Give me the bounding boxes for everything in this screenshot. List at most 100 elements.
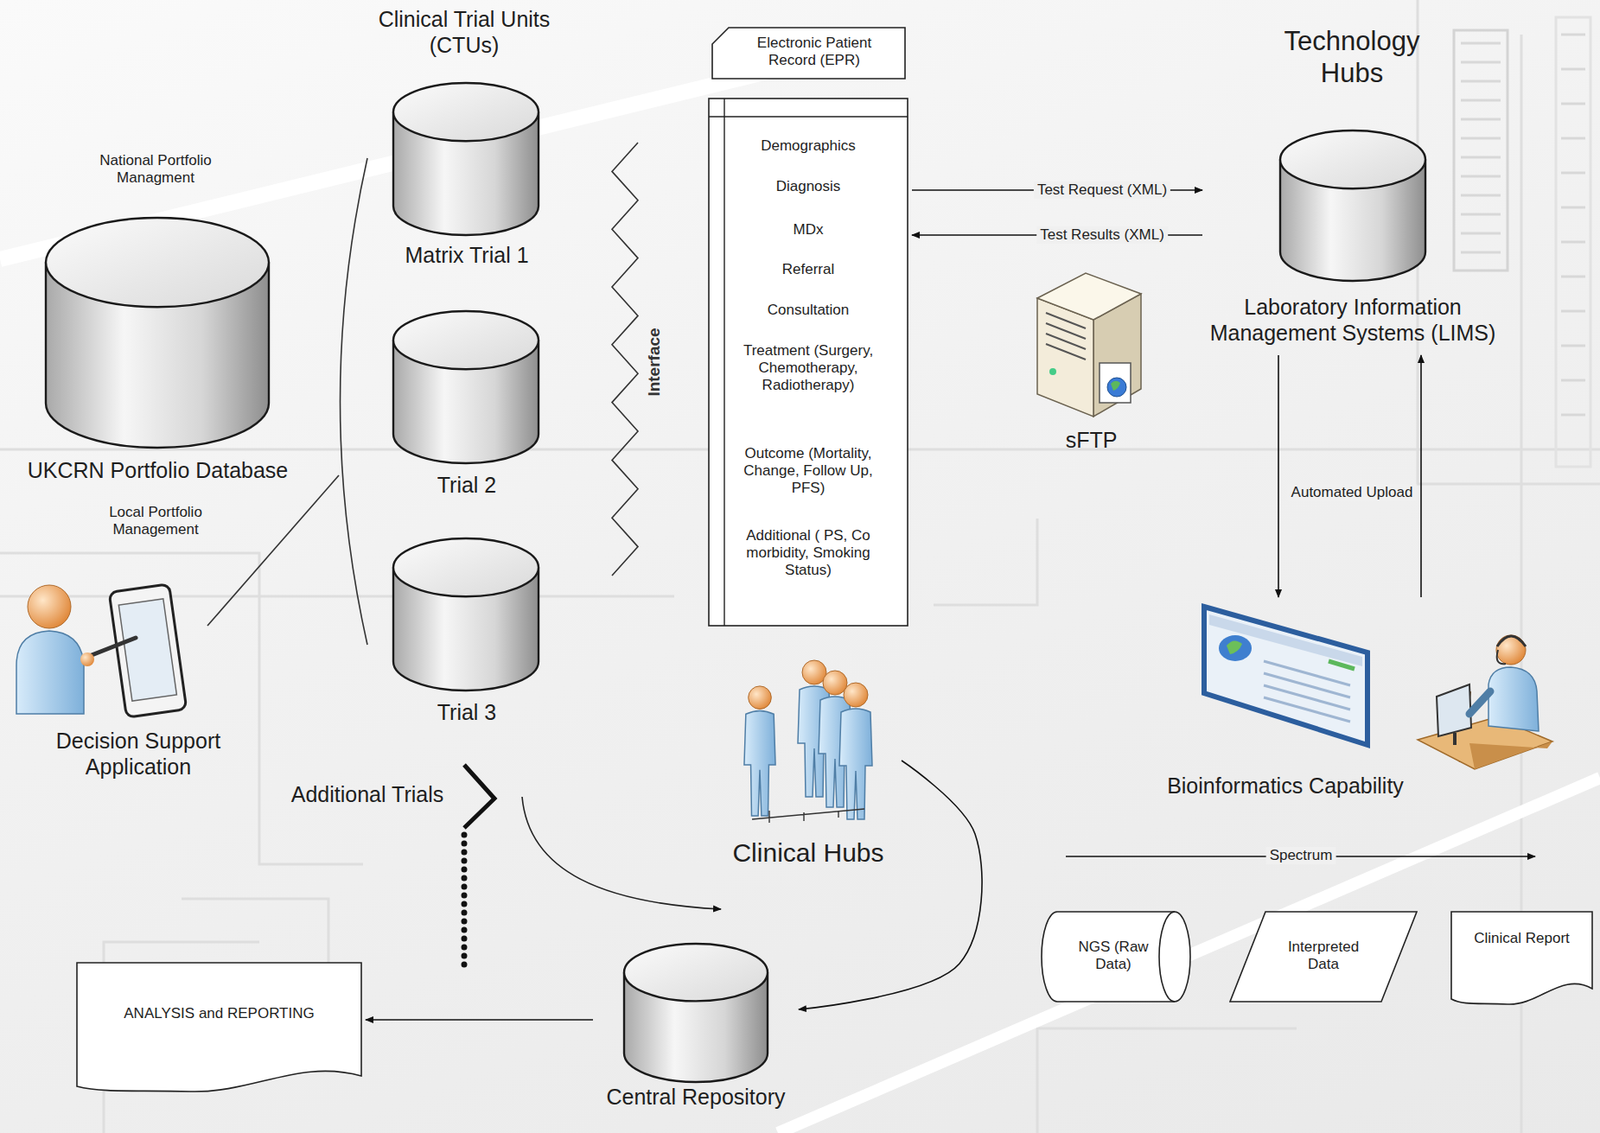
chip-pins xyxy=(1460,80,1501,83)
circuit-texture xyxy=(1555,17,1591,467)
free-label: Interface xyxy=(644,327,664,396)
node-text: Treatment (Surgery, Chemotherapy, Radiot… xyxy=(739,342,878,395)
desk-operator xyxy=(1469,691,1491,714)
connector-arrow xyxy=(1277,355,1280,598)
table-rule xyxy=(708,115,908,117)
chip-pins xyxy=(1460,61,1501,64)
connector-arrow xyxy=(365,1019,593,1021)
interface-zigzag xyxy=(611,142,638,576)
node-shape xyxy=(1450,911,1594,1010)
node-text: Clinical Hubs xyxy=(717,837,899,868)
globe xyxy=(1107,377,1127,397)
chip-pins xyxy=(1561,102,1586,106)
globe xyxy=(1218,635,1252,662)
database-node: Trial 2 xyxy=(380,304,554,504)
icon-part xyxy=(118,599,177,702)
person-torso xyxy=(16,631,84,714)
desk-operator xyxy=(1488,667,1539,732)
additional-trials-mark xyxy=(464,764,495,829)
screen-bar xyxy=(1328,661,1355,670)
edge-label: Test Request (XML) xyxy=(1033,181,1171,199)
stored-data-shape xyxy=(1041,911,1191,1002)
icon-part xyxy=(108,584,187,718)
node-text: Decision Support Application xyxy=(17,728,260,780)
tag-shape xyxy=(712,27,906,79)
node-text: Bioinformatics Capability xyxy=(1138,773,1433,800)
icon-node: sFTP xyxy=(1028,259,1154,459)
node-text: Clinical Report xyxy=(1457,930,1587,948)
database-node: Laboratory Information Management System… xyxy=(1205,125,1500,352)
chip-pins xyxy=(1460,213,1501,217)
person-head xyxy=(27,585,71,629)
node-text: ANALYSIS and REPORTING xyxy=(84,1005,354,1023)
person-head xyxy=(822,670,848,695)
free-label: Additional Trials xyxy=(291,782,444,809)
doc-node: ANALYSIS and REPORTING xyxy=(76,962,363,1097)
trial-bracket xyxy=(340,158,369,645)
chip-pins xyxy=(1561,344,1586,348)
drum-node: NGS (Raw Data) xyxy=(1038,911,1193,1003)
circuit-texture xyxy=(1453,30,1508,271)
chip-pins xyxy=(1561,33,1586,37)
chip-pins xyxy=(1460,137,1501,141)
desk-operator xyxy=(1469,741,1553,770)
table-node: DemographicsDiagnosisMDxReferralConsulta… xyxy=(707,97,909,627)
globe-land xyxy=(1226,640,1243,655)
tag-node: Electronic Patient Record (EPR) xyxy=(711,26,906,80)
node-text: Trial 3 xyxy=(380,700,554,727)
node-text: Demographics xyxy=(739,137,878,155)
trial-bracket xyxy=(207,475,339,626)
node-shape xyxy=(4,577,273,785)
additional-trials-mark xyxy=(461,835,468,970)
node-text: Additional ( PS, Co morbidity, Smoking S… xyxy=(739,527,878,580)
chip-pins xyxy=(1561,310,1586,313)
node-shape xyxy=(8,216,307,493)
node-text: NGS (Raw Data) xyxy=(1062,938,1165,974)
circuit-texture xyxy=(777,777,1600,1133)
icon-node: Bioinformatics Capability xyxy=(1138,600,1433,809)
chip-pins xyxy=(1561,275,1586,279)
node-text: Outcome (Mortality, Change, Follow Up, P… xyxy=(739,445,878,498)
node-text: Diagnosis xyxy=(739,178,878,196)
chip-pins xyxy=(1561,206,1586,210)
node-text: Trial 2 xyxy=(380,472,554,499)
chip-pins xyxy=(1460,156,1501,160)
database-node: Matrix Trial 1 xyxy=(380,76,554,275)
chip-pins xyxy=(1460,42,1501,45)
person-body xyxy=(839,708,873,820)
chip-pins xyxy=(1460,232,1501,236)
chip-pins xyxy=(1460,194,1501,198)
node-text: Central Repository xyxy=(596,1084,796,1111)
database-node: Central Repository xyxy=(596,943,796,1116)
screen-line xyxy=(1263,685,1351,710)
cylinder-top xyxy=(393,311,539,370)
node-shape xyxy=(76,962,363,1097)
additional-trials-mark xyxy=(522,796,721,910)
document-shape xyxy=(76,962,362,1092)
doc-node: Clinical Report xyxy=(1450,911,1594,1010)
node-text: Electronic Patient Record (EPR) xyxy=(732,34,897,70)
chip-pins xyxy=(1561,379,1586,383)
circuit-texture xyxy=(1037,1028,1297,1133)
node-text: Laboratory Information Management System… xyxy=(1205,294,1500,346)
chip-pins xyxy=(1460,34,1586,415)
database-node: UKCRN Portfolio Database xyxy=(8,216,307,493)
node-text: sFTP xyxy=(1028,427,1154,454)
chip-pins xyxy=(1460,99,1501,102)
free-label: Local Portfolio Management xyxy=(86,503,225,539)
cylinder-top xyxy=(45,217,269,307)
floor-lines xyxy=(752,809,865,823)
desk-operator xyxy=(1436,684,1472,737)
desk-operator xyxy=(1497,636,1526,647)
cylinder-top xyxy=(393,82,539,141)
free-label: Clinical Trial Units (CTUs) xyxy=(356,6,573,58)
icon-node: Decision Support Application xyxy=(4,577,273,785)
data-parallelogram xyxy=(1230,911,1417,1002)
connector-arrow xyxy=(1420,355,1422,598)
chip-pins xyxy=(1561,68,1586,71)
node-text: Consultation xyxy=(739,301,878,319)
desk-operator xyxy=(1453,733,1457,746)
circuit-texture xyxy=(0,595,675,599)
document-shape xyxy=(1451,911,1593,1005)
